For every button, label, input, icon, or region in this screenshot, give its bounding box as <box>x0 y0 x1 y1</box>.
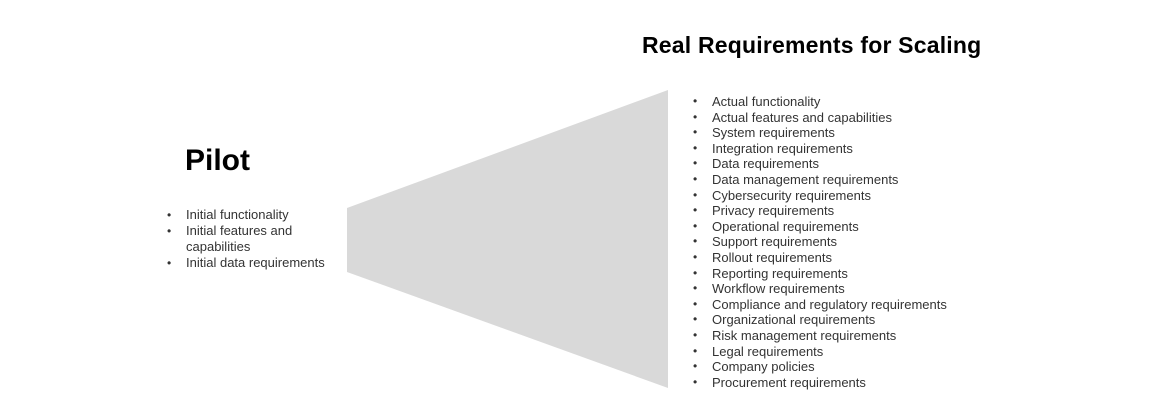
bullet-icon: • <box>693 140 698 155</box>
list-item-label: Actual features and capabilities <box>712 109 892 125</box>
list-item-label: Data requirements <box>712 156 819 172</box>
bullet-icon: • <box>693 234 698 249</box>
list-item-label: Initial data requirements <box>186 255 325 270</box>
bullet-icon: • <box>693 296 698 311</box>
bullet-icon: • <box>693 171 698 186</box>
list-item: • Data requirements <box>693 156 1013 172</box>
list-item: • Cybersecurity requirements <box>693 188 1013 204</box>
list-item: • Procurement requirements <box>693 375 1013 391</box>
list-item-label: Organizational requirements <box>712 312 876 328</box>
list-item-label: Procurement requirements <box>712 374 866 390</box>
bullet-icon: • <box>693 187 698 202</box>
list-item: • Workflow requirements <box>693 281 1013 297</box>
bullet-icon: • <box>693 359 698 374</box>
list-item-label: Data management requirements <box>712 171 899 187</box>
list-item: • Integration requirements <box>693 141 1013 157</box>
list-item: • Compliance and regulatory requirements <box>693 297 1013 313</box>
bullet-icon: • <box>693 327 698 342</box>
bullet-icon: • <box>693 156 698 171</box>
bullet-icon: • <box>693 265 698 280</box>
list-item: • Initial functionality <box>167 207 329 223</box>
list-item-label: Legal requirements <box>712 343 824 359</box>
list-item-label: System requirements <box>712 125 835 141</box>
bullet-icon: • <box>693 125 698 140</box>
list-item-label: Support requirements <box>712 234 838 250</box>
bullet-icon: • <box>167 256 172 270</box>
list-item: • System requirements <box>693 125 1013 141</box>
bullet-icon: • <box>167 224 172 238</box>
bullet-icon: • <box>693 281 698 296</box>
list-item: • Company policies <box>693 359 1013 375</box>
list-item-label: Actual functionality <box>712 94 821 109</box>
list-item-label: Compliance and regulatory requirements <box>712 296 947 312</box>
list-item: • Organizational requirements <box>693 312 1013 328</box>
bullet-icon: • <box>693 94 698 108</box>
list-item-label: Risk management requirements <box>712 327 897 343</box>
list-item: • Initial data requirements <box>167 255 329 271</box>
bullet-icon: • <box>167 208 172 222</box>
scaling-title: Real Requirements for Scaling <box>642 32 982 58</box>
list-item-label: Initial features and capabilities <box>186 223 293 254</box>
bullet-icon: • <box>693 343 698 358</box>
list-item-label: Initial functionality <box>186 207 289 222</box>
pilot-list: • Initial functionality • Initial featur… <box>167 207 329 271</box>
list-item: • Rollout requirements <box>693 250 1013 266</box>
pilot-title: Pilot <box>185 144 250 177</box>
bullet-icon: • <box>693 218 698 233</box>
list-item-label: Cybersecurity requirements <box>712 187 871 203</box>
list-item: • Data management requirements <box>693 172 1013 188</box>
list-item: • Operational requirements <box>693 219 1013 235</box>
list-item-label: Company policies <box>712 359 815 375</box>
list-item: • Reporting requirements <box>693 266 1013 282</box>
list-item-label: Integration requirements <box>712 140 853 156</box>
list-item: • Initial features and capabilities <box>167 223 329 255</box>
list-item-label: Privacy requirements <box>712 203 835 219</box>
list-item: • Actual features and capabilities <box>693 110 1013 126</box>
list-item-label: Workflow requirements <box>712 281 845 297</box>
bullet-icon: • <box>693 374 698 389</box>
bullet-icon: • <box>693 312 698 327</box>
list-item: • Support requirements <box>693 234 1013 250</box>
list-item: • Legal requirements <box>693 344 1013 360</box>
bullet-icon: • <box>693 203 698 218</box>
list-item: • Risk management requirements <box>693 328 1013 344</box>
list-item-label: Rollout requirements <box>712 249 832 265</box>
bullet-icon: • <box>693 249 698 264</box>
funnel-polygon <box>347 90 668 388</box>
list-item-label: Operational requirements <box>712 218 859 234</box>
list-item: • Actual functionality <box>693 94 1013 110</box>
bullet-icon: • <box>693 109 698 124</box>
list-item: • Privacy requirements <box>693 203 1013 219</box>
list-item-label: Reporting requirements <box>712 265 848 281</box>
scaling-list: • Actual functionality • Actual features… <box>693 94 1013 390</box>
